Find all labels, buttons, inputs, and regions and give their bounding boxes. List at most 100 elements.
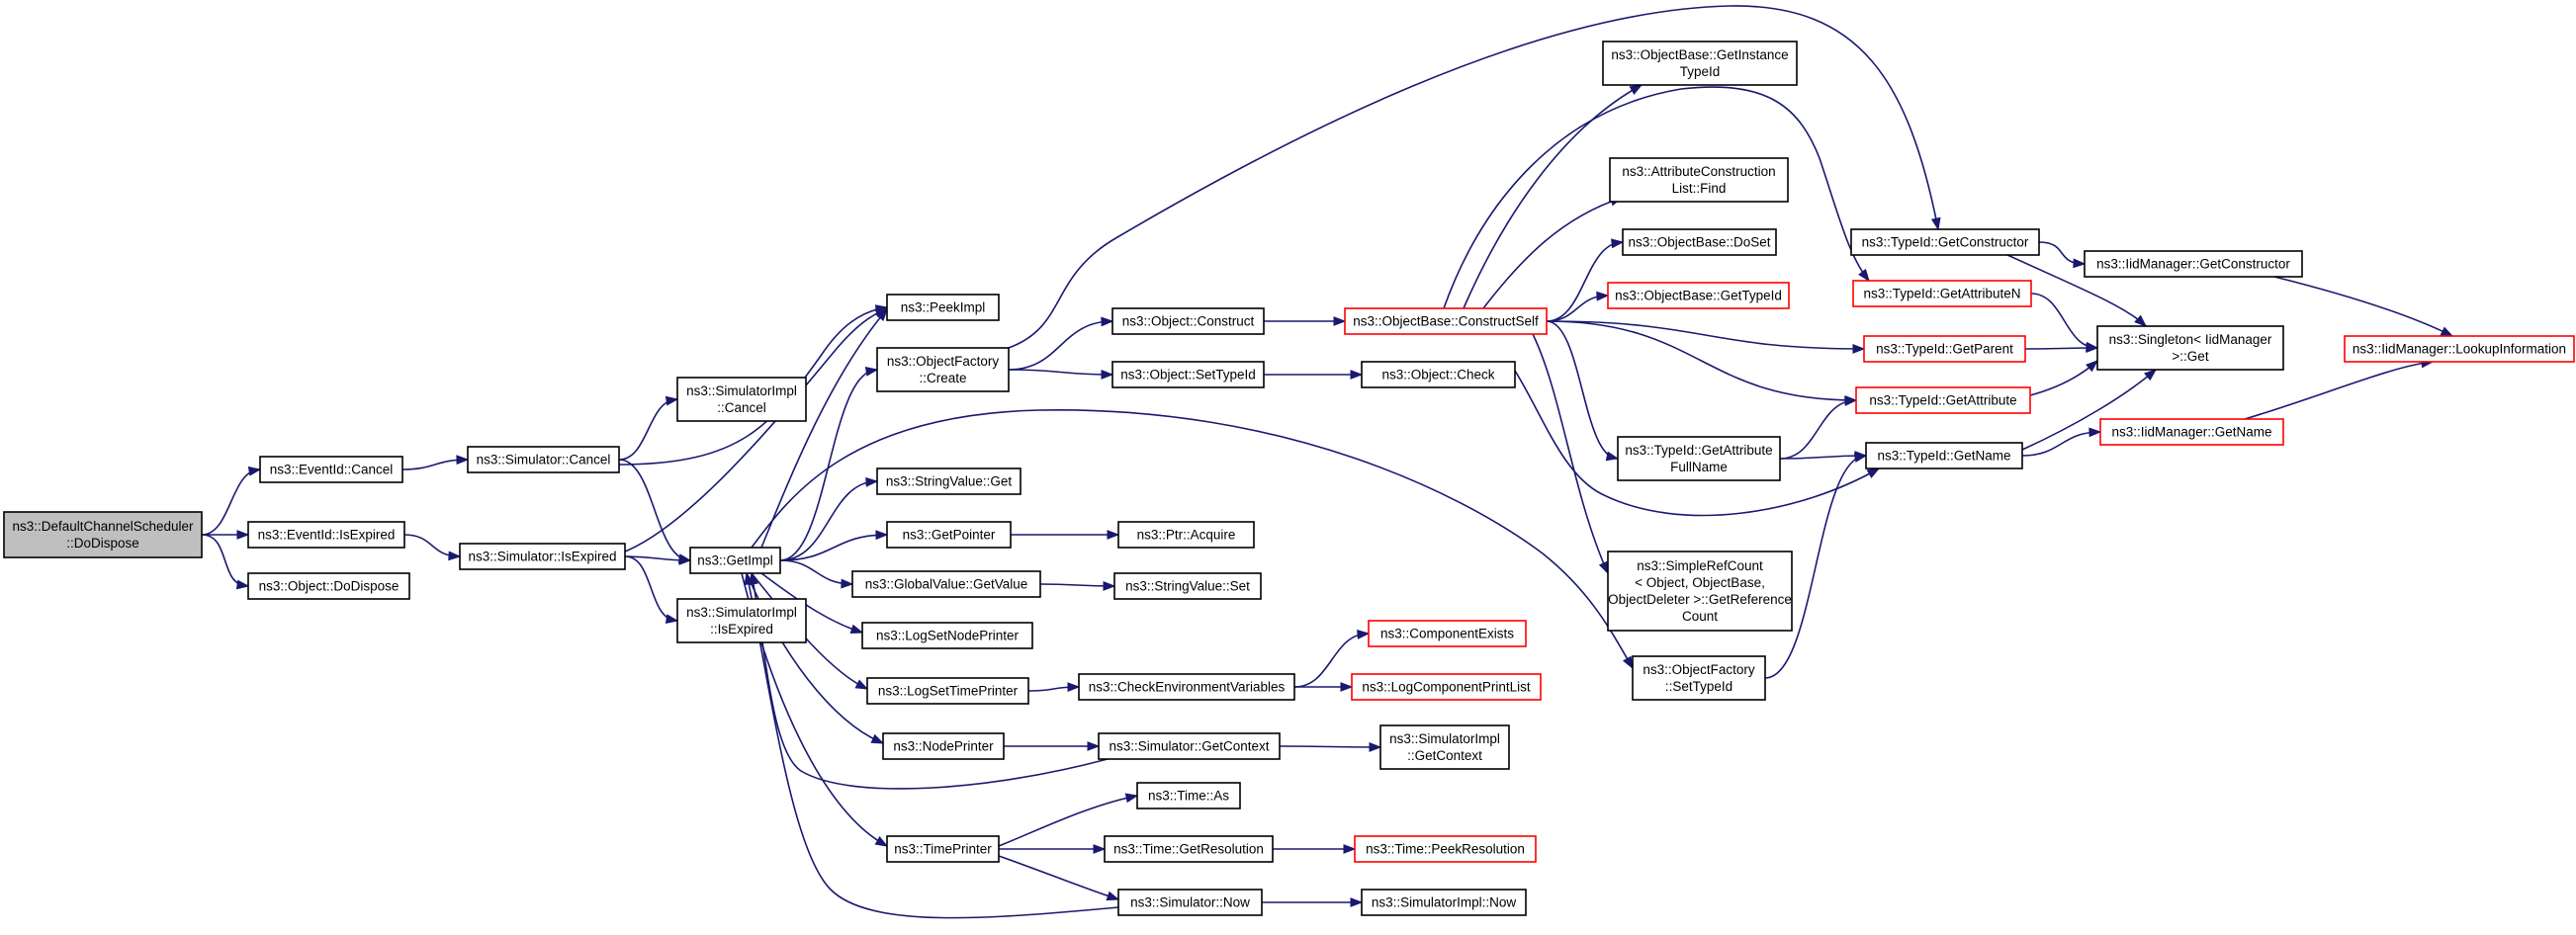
node-objbase-doset[interactable]: ns3::ObjectBase::DoSet [1622, 228, 1777, 256]
edge-arrowhead [1611, 238, 1625, 249]
edge-line [1779, 455, 1867, 460]
edge-sim_isexpired-to-getimpl [624, 554, 692, 565]
edge-arrowhead [744, 571, 755, 586]
edge-line [1546, 241, 1624, 322]
edge-arrowhead [1357, 630, 1371, 639]
edge-line [618, 398, 678, 461]
node-simplerefcount[interactable]: ns3::SimpleRefCount< Object, ObjectBase,… [1607, 551, 1793, 632]
node-label: ns3::LogSetTimePrinter [878, 684, 1019, 699]
node-iidmgr-getconstructor[interactable]: ns3::IidManager::GetConstructor [2084, 250, 2303, 278]
node-simimpl-getcontext[interactable]: ns3::SimulatorImpl::GetContext [1379, 724, 1510, 770]
node-iidmgr-lookupinfo[interactable]: ns3::IidManager::LookupInformation [2344, 335, 2575, 363]
edge-arrowhead [875, 307, 888, 321]
node-singleton-get[interactable]: ns3::Singleton< IidManager>::Get [2096, 325, 2284, 371]
node-time-as[interactable]: ns3::Time::As [1136, 782, 1241, 809]
node-label: ns3::ObjectBase::GetInstance [1611, 47, 1788, 62]
node-label: ns3::StringValue::Set [1125, 579, 1250, 594]
node-box [861, 622, 1033, 649]
edge-arrowhead [1333, 316, 1347, 326]
node-label: ns3::SimulatorImpl [686, 383, 797, 398]
node-label: ::Create [919, 371, 966, 385]
edge-line [1482, 197, 1623, 309]
edge-arrowhead [236, 530, 250, 540]
node-simimpl-cancel[interactable]: ns3::SimulatorImpl::Cancel [676, 377, 807, 422]
node-typeid-getname[interactable]: ns3::TypeId::GetName [1865, 442, 2023, 469]
node-objbase-constructself[interactable]: ns3::ObjectBase::ConstructSelf [1344, 307, 1548, 335]
node-typeid-getattributen[interactable]: ns3::TypeId::GetAttributeN [1852, 280, 2032, 307]
node-object-check[interactable]: ns3::Object::Check [1361, 361, 1516, 388]
node-simimpl-isexpired[interactable]: ns3::SimulatorImpl::IsExpired [676, 598, 807, 643]
node-simimpl-now[interactable]: ns3::SimulatorImpl::Now [1361, 889, 1527, 916]
node-typeid-getattribute[interactable]: ns3::TypeId::GetAttribute [1855, 386, 2031, 414]
node-sim-getcontext[interactable]: ns3::Simulator::GetContext [1098, 732, 1281, 760]
node-box [1361, 889, 1527, 916]
edge-objfactory_create-to-object_settypeid [1008, 369, 1114, 380]
edge-line [751, 572, 868, 690]
node-object-construct[interactable]: ns3::Object::Construct [1111, 307, 1265, 335]
edge-sim_isexpired-to-simimpl_isexpired [624, 555, 679, 625]
node-getimpl[interactable]: ns3::GetImpl [689, 547, 781, 574]
node-stringvalue-get[interactable]: ns3::StringValue::Get [876, 468, 1022, 495]
node-time-getresolution[interactable]: ns3::Time::GetResolution [1104, 835, 1274, 863]
edge-getimpl-to-getpointer [779, 530, 889, 561]
edge-object_construct-to-objbase_constructself [1263, 316, 1347, 326]
node-checkenvvars[interactable]: ns3::CheckEnvironmentVariables [1078, 673, 1295, 701]
node-objbase-gettypeid[interactable]: ns3::ObjectBase::GetTypeId [1607, 282, 1790, 309]
node-box [1078, 673, 1295, 701]
node-label: ns3::TypeId::GetName [1877, 449, 2010, 464]
edge-typeid_getparent-to-singleton_get [2024, 343, 2099, 353]
node-nodeprinter[interactable]: ns3::NodePrinter [882, 732, 1005, 760]
edge-line [1514, 370, 1880, 517]
node-componentexists[interactable]: ns3::ComponentExists [1368, 620, 1527, 647]
node-box [1361, 361, 1516, 388]
node-timeprinter[interactable]: ns3::TimePrinter [886, 835, 1000, 863]
node-time-peekresolution[interactable]: ns3::Time::PeekResolution [1354, 835, 1537, 863]
node-stringvalue-set[interactable]: ns3::StringValue::Set [1113, 572, 1262, 600]
edge-typeid_getname-to-iidmgr_getname [2021, 427, 2102, 457]
node-box [3, 511, 203, 558]
edge-checkenvvars-to-componentexists [1293, 630, 1371, 688]
node-object-dodispose[interactable]: ns3::Object::DoDispose [247, 572, 410, 600]
edge-arrowhead [2086, 360, 2099, 373]
node-label: ObjectDeleter >::GetReference [1608, 592, 1792, 607]
node-sim-cancel[interactable]: ns3::Simulator::Cancel [467, 446, 620, 473]
node-logsettimeprinter[interactable]: ns3::LogSetTimePrinter [866, 677, 1029, 705]
edge-arrowhead [1605, 451, 1620, 462]
edge-line [1008, 320, 1113, 371]
edge-getimpl-to-objfactory_create [779, 367, 879, 561]
node-box [1863, 335, 2026, 363]
node-sim-isexpired[interactable]: ns3::Simulator::IsExpired [459, 543, 626, 570]
node-object-settypeid[interactable]: ns3::Object::SetTypeId [1111, 361, 1265, 388]
node-eventid-cancel[interactable]: ns3::EventId::Cancel [259, 456, 403, 483]
node-label: ::Cancel [717, 400, 766, 415]
node-eventid-isexpired[interactable]: ns3::EventId::IsExpired [247, 521, 405, 549]
node-box [1607, 282, 1790, 309]
node-getpointer[interactable]: ns3::GetPointer [886, 521, 1012, 549]
node-box [1117, 521, 1255, 549]
node-box [1368, 620, 1527, 647]
node-peekimpl[interactable]: ns3::PeekImpl [886, 294, 1000, 321]
node-ptr-acquire[interactable]: ns3::Ptr::Acquire [1117, 521, 1255, 549]
edge-arrowhead [678, 554, 692, 565]
node-dcs-dodispose[interactable]: ns3::DefaultChannelScheduler::DoDispose [3, 511, 203, 558]
node-box [2099, 418, 2284, 446]
node-box [676, 377, 807, 422]
node-logsetnodeprinter[interactable]: ns3::LogSetNodePrinter [861, 622, 1033, 649]
node-typeid-getparent[interactable]: ns3::TypeId::GetParent [1863, 335, 2026, 363]
edge-arrowhead [1629, 84, 1643, 95]
node-typeid-getconstructor[interactable]: ns3::TypeId::GetConstructor [1850, 228, 2040, 256]
node-objfactory-create[interactable]: ns3::ObjectFactory::Create [876, 347, 1010, 392]
edge-line [2030, 293, 2098, 349]
node-globalvalue-getvalue[interactable]: ns3::GlobalValue::GetValue [851, 570, 1041, 598]
node-label: ns3::Object::Construct [1122, 314, 1255, 329]
node-box [1354, 835, 1537, 863]
node-iidmgr-getname[interactable]: ns3::IidManager::GetName [2099, 418, 2284, 446]
edge-arrowhead [1350, 370, 1364, 380]
node-box [851, 570, 1041, 598]
node-sim-now[interactable]: ns3::Simulator::Now [1117, 889, 1263, 916]
node-logcomponentprintlist[interactable]: ns3::LogComponentPrintList [1351, 673, 1542, 701]
node-objfactory-settypeid[interactable]: ns3::ObjectFactory::SetTypeId [1632, 655, 1766, 701]
